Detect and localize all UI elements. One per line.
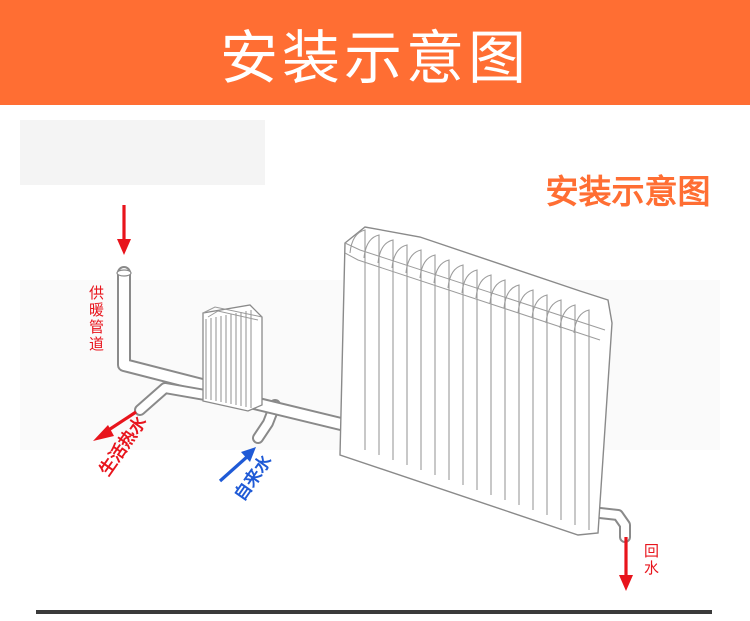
label-return-water: 回水: [642, 543, 660, 577]
heating-pipe-arrow: [117, 205, 131, 255]
installation-diagram: 安装示意图: [0, 105, 750, 621]
return-water-pipe: [594, 507, 631, 543]
radiator: [339, 226, 613, 536]
faded-background-patch: [20, 120, 265, 185]
tap-water-arrow: [218, 447, 256, 483]
diagram-subtitle: 安装示意图: [546, 172, 711, 211]
hot-water-outlet-pipe: [134, 382, 211, 416]
diagram-canvas: 安装示意图: [20, 120, 720, 591]
label-tap-water: 自来水: [230, 450, 277, 505]
hot-water-arrow: [93, 410, 137, 441]
heat-exchanger: [202, 304, 263, 412]
label-heating-pipe: 供暖管道: [87, 285, 105, 353]
radiator-connection-pipe: [243, 395, 352, 432]
bottom-divider: [36, 610, 712, 614]
page-title: 安装示意图: [219, 23, 530, 92]
return-water-arrow: [619, 537, 633, 591]
header-banner: 安装示意图: [0, 0, 750, 105]
